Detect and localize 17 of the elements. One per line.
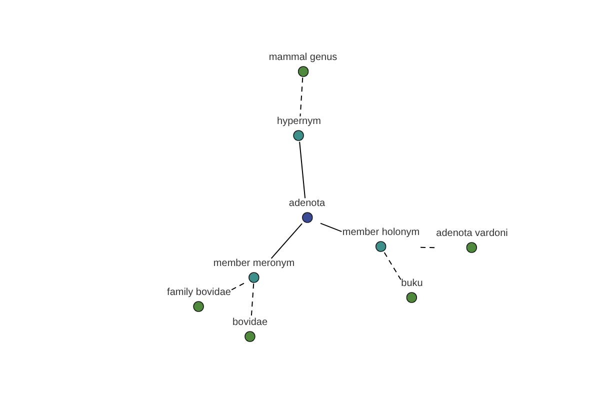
connector-line (300, 77, 304, 117)
node-label: adenota (288, 199, 326, 209)
node-label: bovidae (232, 318, 268, 328)
connector-line (320, 222, 342, 232)
connector-line (384, 252, 402, 280)
node-label: buku (401, 279, 423, 289)
node-label: hypernym (277, 117, 321, 127)
connector-line (420, 246, 436, 248)
node-label: member meronym (213, 259, 295, 269)
node-label: family bovidae (167, 288, 231, 298)
connector-line (299, 141, 306, 199)
node-label: mammal genus (268, 53, 338, 63)
connector-line (270, 223, 303, 259)
node-label: member holonym (342, 228, 420, 238)
connector-line (231, 282, 244, 290)
node-label: adenota vardoni (436, 229, 508, 239)
connector-line (250, 283, 254, 318)
